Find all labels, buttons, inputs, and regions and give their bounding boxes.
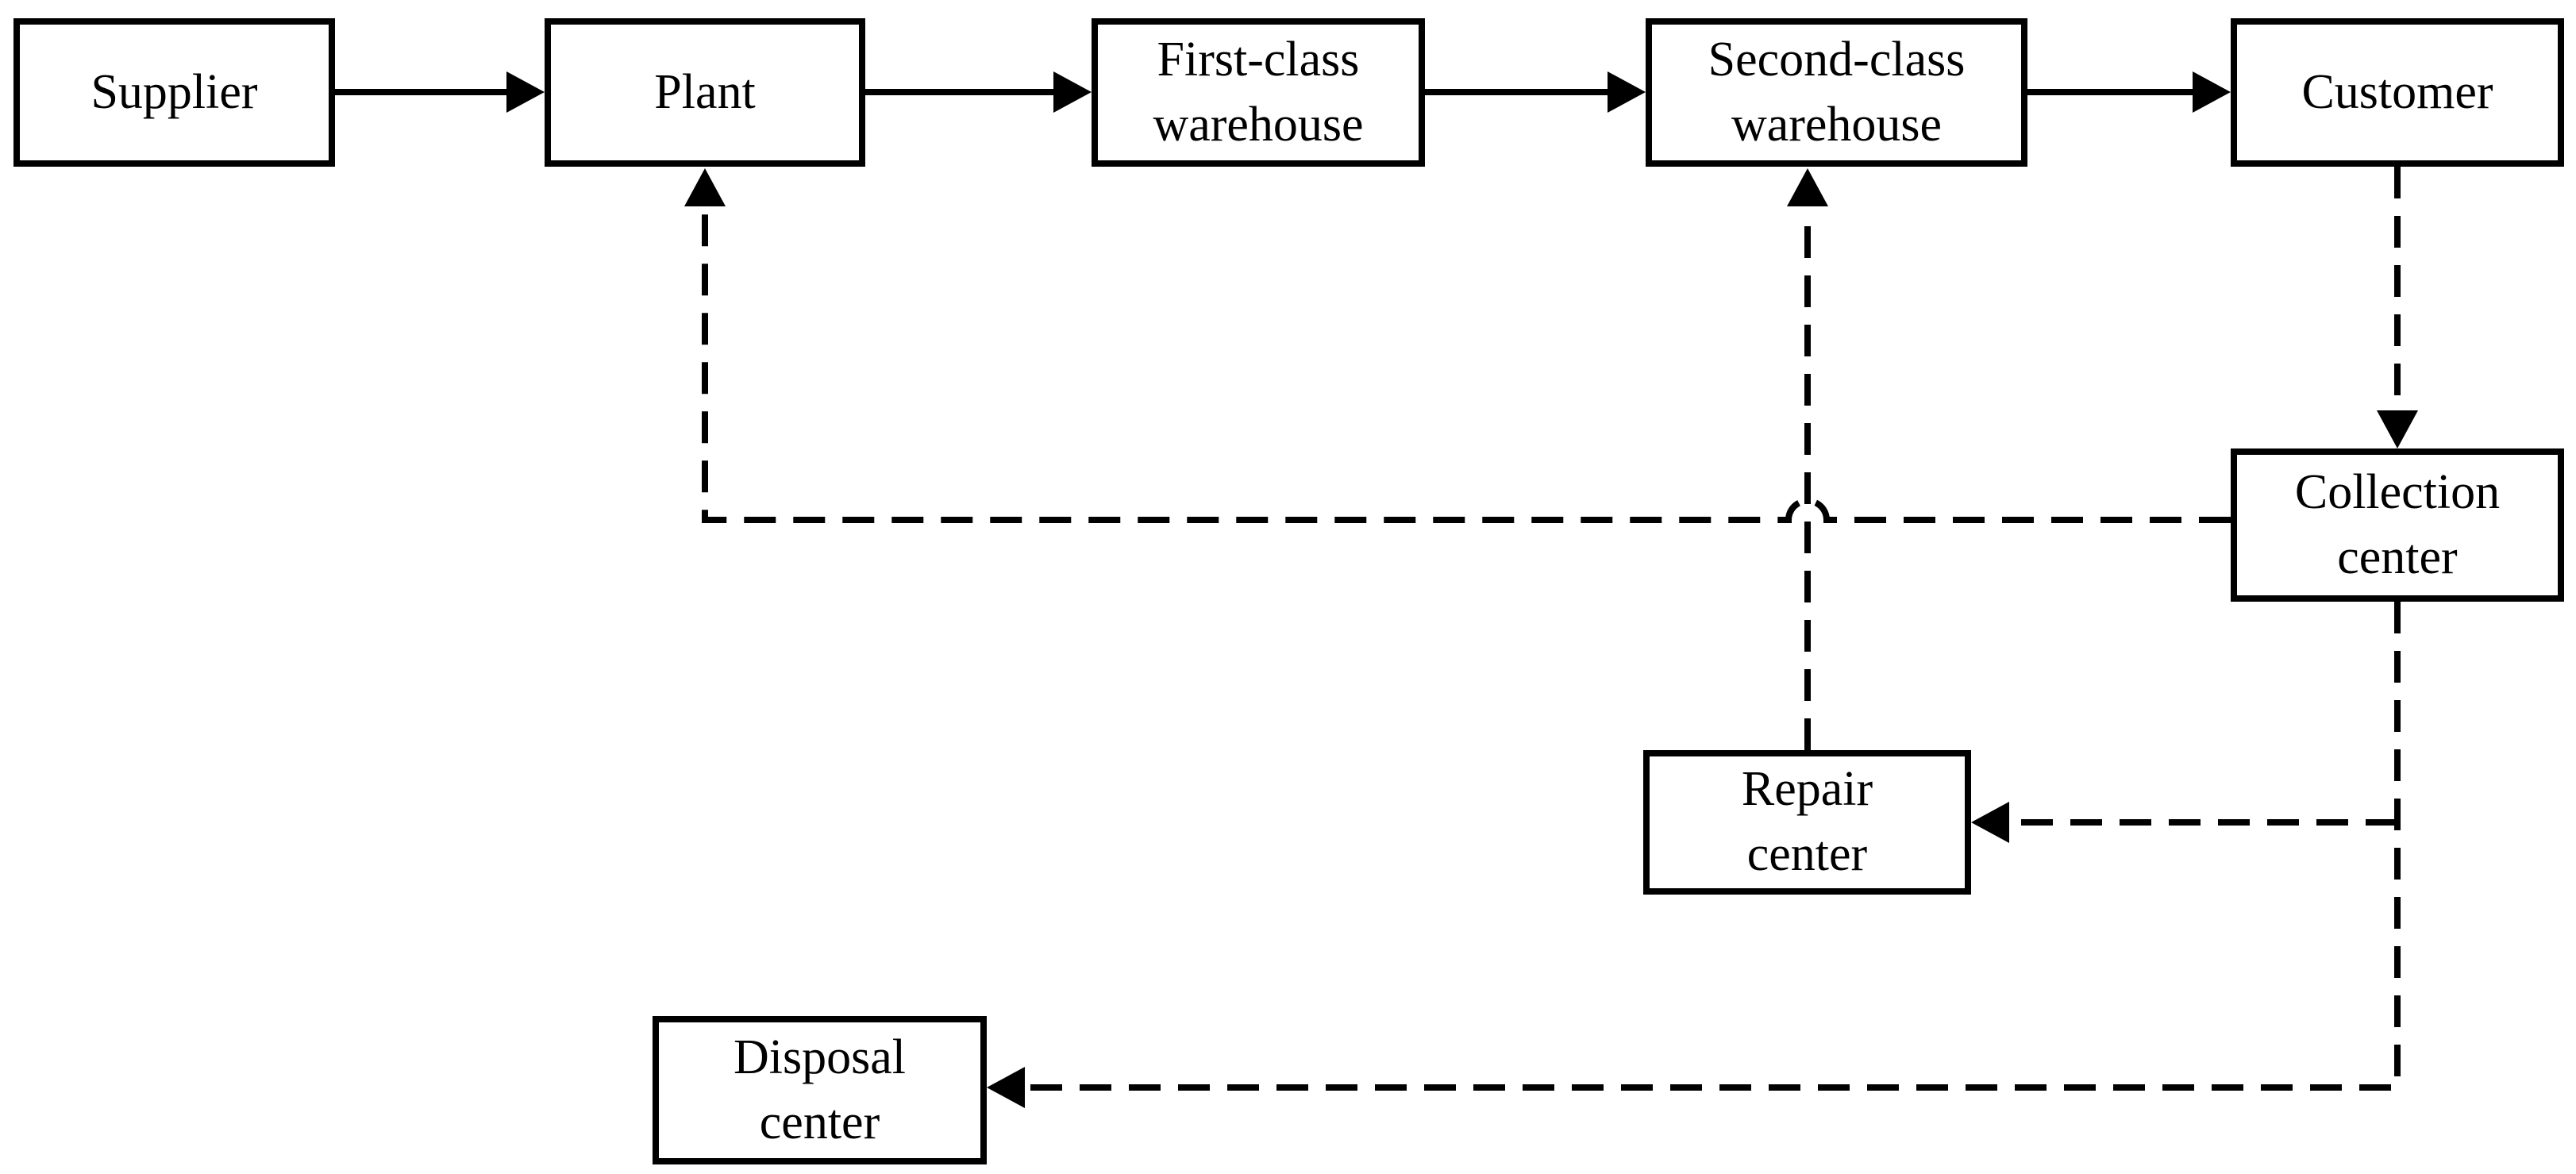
node-disposal-center: Disposal center	[653, 1016, 987, 1164]
node-disposal-center-label: Disposal center	[734, 1030, 906, 1149]
arrowhead-right-icon	[2193, 71, 2231, 113]
arrowhead-right-icon	[1608, 71, 1646, 113]
edge-supplier-plant	[335, 71, 545, 113]
node-collection-center: Collection center	[2231, 448, 2564, 602]
node-plant-label: Plant	[654, 64, 756, 119]
node-first-class-warehouse-label: First-class warehouse	[1153, 32, 1364, 152]
edge-customer-collection-center	[2377, 167, 2418, 448]
node-repair-center: Repair center	[1643, 750, 1971, 895]
arrowhead-left-icon	[987, 1067, 1025, 1108]
node-second-class-warehouse-label: Second-class warehouse	[1708, 32, 1966, 152]
arrowhead-right-icon	[506, 71, 545, 113]
arrowhead-up-icon	[1787, 168, 1828, 206]
node-customer-label: Customer	[2301, 64, 2493, 119]
node-repair-center-label: Repair center	[1741, 762, 1873, 881]
edge-second-class-warehouse-customer	[2027, 71, 2231, 113]
arrowhead-down-icon	[2377, 410, 2418, 448]
edge-first-class-second-class-warehouse	[1425, 71, 1646, 113]
node-supplier-label: Supplier	[90, 64, 258, 119]
node-customer: Customer	[2231, 18, 2564, 167]
node-second-class-warehouse: Second-class warehouse	[1646, 18, 2027, 167]
edge-collection-center-plant	[684, 168, 2231, 523]
edge-repair-center-second-class-warehouse	[1787, 168, 1828, 750]
arrowhead-right-icon	[1053, 71, 1092, 113]
edge-collection-center-disposal-center	[987, 602, 2401, 1108]
node-first-class-warehouse: First-class warehouse	[1092, 18, 1425, 167]
arrowhead-up-icon	[684, 168, 726, 206]
node-supplier: Supplier	[13, 18, 335, 167]
node-plant: Plant	[545, 18, 865, 167]
edge-plant-first-class-warehouse	[865, 71, 1092, 113]
node-collection-center-label: Collection center	[2294, 464, 2501, 584]
arrowhead-left-icon	[1971, 802, 2009, 843]
edge-collection-center-repair-center	[1971, 802, 2397, 843]
